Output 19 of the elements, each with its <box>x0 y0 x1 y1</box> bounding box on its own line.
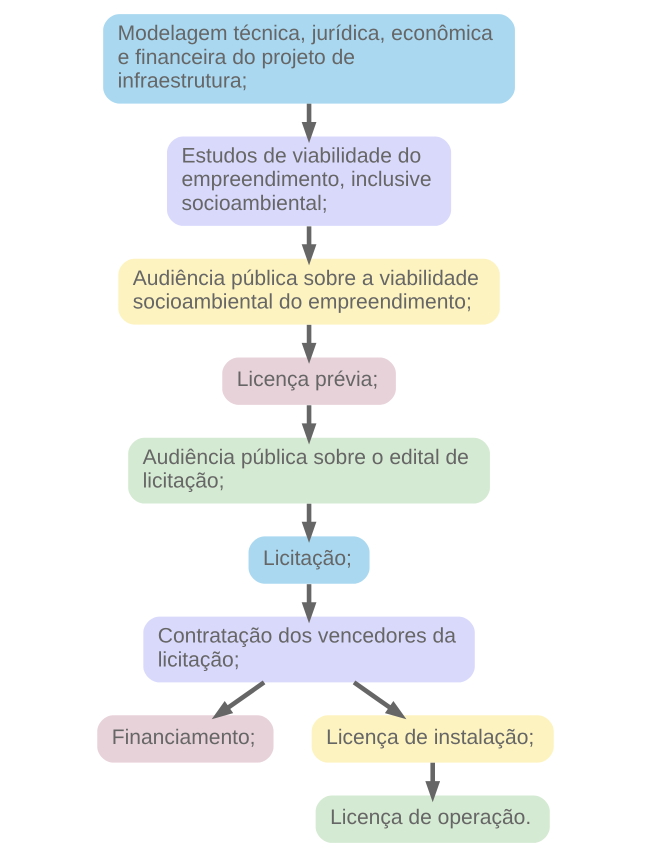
arrow <box>211 680 265 720</box>
arrow <box>301 226 316 266</box>
arrow <box>301 324 316 364</box>
node-box: Estudos de viabilidade do empreendimento, inclusive socioambiental; <box>166 136 451 226</box>
node-box: Modelagem técnica, jurídica, econômica e financeira do projeto de infraestrutura; <box>102 14 514 104</box>
arrow <box>301 504 316 543</box>
arrow <box>301 405 316 444</box>
node-box: Licitação; <box>248 536 370 584</box>
node-box: Contratação dos vencedores da licitação; <box>142 616 474 682</box>
node-box: Audiência pública sobre o edital de licitação; <box>128 438 490 504</box>
arrow <box>301 104 316 144</box>
node-box: Licença prévia; <box>222 357 396 405</box>
node-box: Audiência pública sobre a viabilidade socioambiental do empreendimento; <box>118 258 500 325</box>
arrow <box>352 680 406 720</box>
arrow <box>301 584 316 624</box>
node-box: Licença de instalação; <box>311 715 554 763</box>
arrow <box>424 762 440 802</box>
node-box: Licença de operação. <box>315 796 550 843</box>
node-box: Financiamento; <box>96 715 274 763</box>
